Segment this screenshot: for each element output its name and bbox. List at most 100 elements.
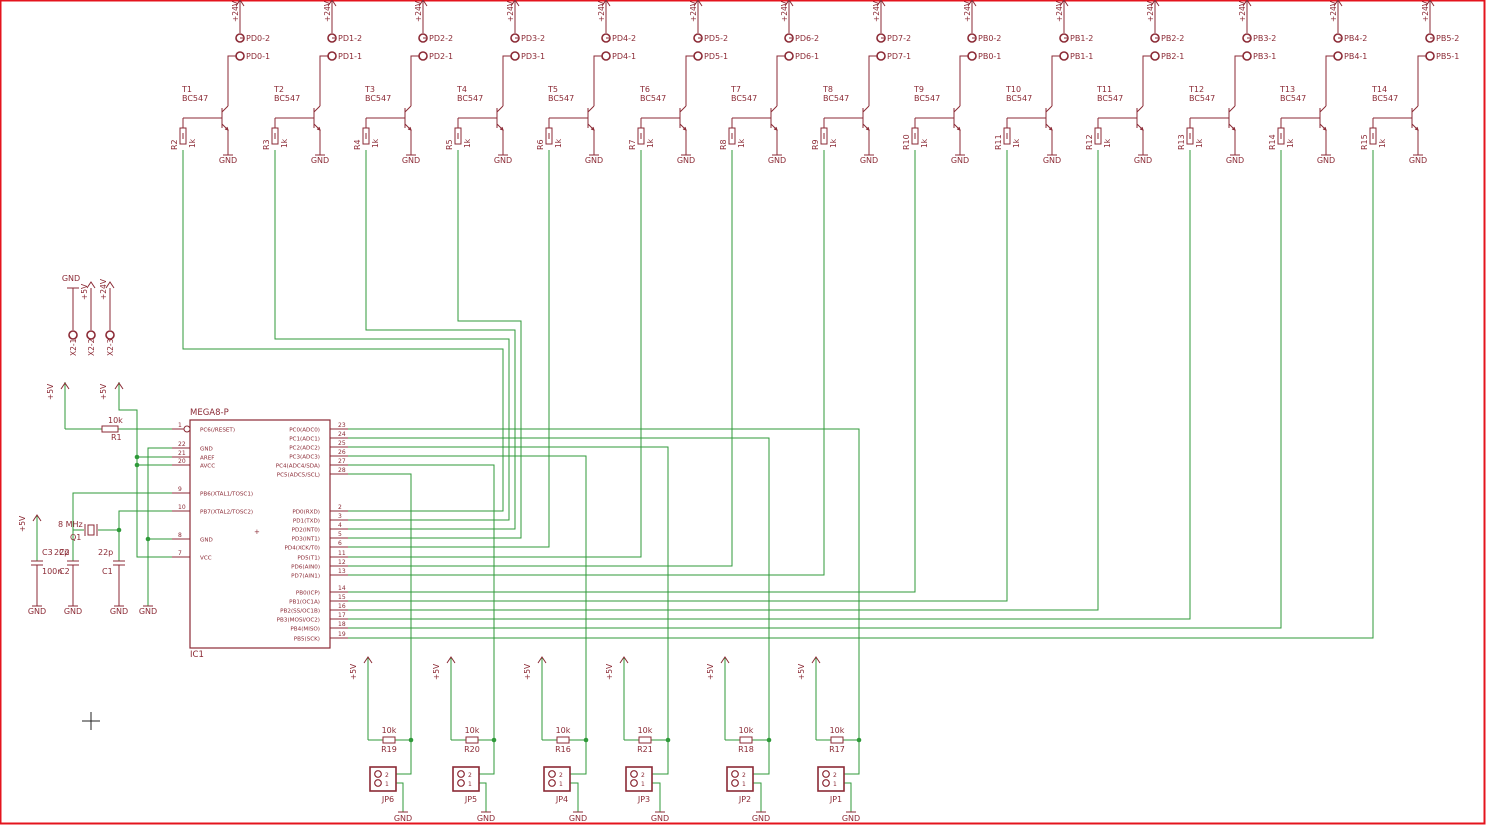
transistor-emitter xyxy=(1136,123,1144,131)
supply-arrow-icon xyxy=(105,281,115,289)
resistor-ref: R4 xyxy=(353,139,362,150)
jumper-ref: JP3 xyxy=(637,795,650,804)
collector-wire xyxy=(1234,55,1244,106)
mcu-pin-name: PD4(XCK/T0) xyxy=(285,546,320,552)
mcu-pin-name: PB0(ICP) xyxy=(296,591,320,597)
capacitor-ref: C3 xyxy=(42,548,53,557)
ground-label: GND xyxy=(494,156,512,165)
transistor-ref: T11 xyxy=(1096,85,1112,94)
ground-label: GND xyxy=(110,607,128,616)
pad-icon xyxy=(235,51,245,61)
mcu-pin-name: PD3(INT1) xyxy=(292,537,320,543)
jumper-pin-icon xyxy=(374,779,382,787)
mcu-pin-name: PD0(RXD) xyxy=(292,510,320,516)
pad-icon xyxy=(876,51,886,61)
pad-icon xyxy=(1333,51,1343,61)
ground-label: GND xyxy=(860,156,878,165)
transistor-value: BC547 xyxy=(1006,94,1032,103)
cursor-crosshair xyxy=(82,712,100,730)
resistor-value: 1k xyxy=(646,138,655,148)
pad-label: PB4-1 xyxy=(1344,52,1367,61)
wire xyxy=(652,782,661,812)
pad-icon xyxy=(601,33,611,43)
collector-wire xyxy=(776,55,786,106)
wire xyxy=(753,782,762,812)
pad-icon xyxy=(327,51,337,61)
mcu-pin-name: PB2(SS/OC1B) xyxy=(280,609,320,615)
pad-label: PD1-1 xyxy=(338,52,362,61)
junction-dot xyxy=(145,536,151,542)
pad-icon xyxy=(1425,33,1435,43)
mcu-pin-number: 7 xyxy=(178,550,182,557)
transistor-emitter xyxy=(679,123,687,131)
transistor-emitter xyxy=(1045,123,1053,131)
pad-label: PB2-2 xyxy=(1161,34,1184,43)
wire xyxy=(844,782,852,812)
ground-label: GND xyxy=(219,156,237,165)
signal-wire xyxy=(340,150,1282,629)
crystal-value: 8 MHz xyxy=(58,520,83,529)
jumper-pin-number: 2 xyxy=(468,772,472,779)
pad-icon xyxy=(1150,33,1160,43)
mcu-pin-name: GND xyxy=(200,538,213,544)
resistor-ref: R16 xyxy=(555,745,571,754)
resistor-value: 1k xyxy=(1103,138,1112,148)
supply-label: +5V xyxy=(432,663,441,680)
jumper-pin-icon xyxy=(548,770,556,778)
supply-label: +24V xyxy=(1238,0,1247,22)
ground-label: GND xyxy=(64,607,82,616)
jumper-pin-number: 1 xyxy=(742,781,746,788)
pad-label: PD0-2 xyxy=(246,34,270,43)
transistor-value: BC547 xyxy=(1189,94,1215,103)
mcu-origin-mark: + xyxy=(254,528,260,536)
collector-wire xyxy=(227,55,237,106)
signal-wire xyxy=(274,150,510,521)
mcu-pin-number: 14 xyxy=(338,585,346,592)
transistor-collector xyxy=(587,105,595,113)
jumper-icon xyxy=(726,766,754,792)
pad-label: PD4-1 xyxy=(612,52,636,61)
transistor-collector xyxy=(1228,105,1236,113)
xtal-wire xyxy=(118,510,172,530)
pad-icon xyxy=(693,51,703,61)
pad-label: PD7-2 xyxy=(887,34,911,43)
transistor-value: BC547 xyxy=(1372,94,1398,103)
transistor-collector xyxy=(221,105,229,113)
signal-wire xyxy=(340,150,1374,639)
pad-label: PD3-2 xyxy=(521,34,545,43)
ground-label: GND xyxy=(477,814,495,823)
jumper-pin-icon xyxy=(457,770,465,778)
transistor-emitter xyxy=(221,123,229,131)
connector-pin: X2-3 xyxy=(106,338,115,356)
transistor-ref: T13 xyxy=(1279,85,1295,94)
collector-wire xyxy=(1051,55,1061,106)
transistor-ref: T12 xyxy=(1188,85,1204,94)
pad-icon xyxy=(1425,51,1435,61)
transistor-ref: T9 xyxy=(913,85,924,94)
supply-label: +24V xyxy=(323,0,332,22)
supply-label: +24V xyxy=(1329,0,1338,22)
pad-icon xyxy=(1150,51,1160,61)
transistor-value: BC547 xyxy=(914,94,940,103)
transistor-value: BC547 xyxy=(274,94,300,103)
mcu-pin-number: 18 xyxy=(338,621,346,628)
resistor-value: 10k xyxy=(739,726,754,735)
resistor-ref: R17 xyxy=(829,745,845,754)
resistor-value: 1k xyxy=(371,138,380,148)
mcu-pin-name: AVCC xyxy=(200,464,215,470)
jumper-pin-number: 1 xyxy=(385,781,389,788)
supply-label: +24V xyxy=(414,0,423,22)
supply-label: +5V xyxy=(46,383,55,400)
transistor-value: BC547 xyxy=(182,94,208,103)
resistor-value: 1k xyxy=(829,138,838,148)
pad-icon xyxy=(967,33,977,43)
ground-label: GND xyxy=(1226,156,1244,165)
supply-label: +24V xyxy=(1421,0,1430,22)
transistor-collector xyxy=(313,105,321,113)
mcu-body xyxy=(189,419,331,649)
vcc-wire xyxy=(118,382,172,558)
mcu-pin-number: 3 xyxy=(338,513,342,520)
ground-label: GND xyxy=(139,607,157,616)
capacitor-ref: C2 xyxy=(59,548,70,557)
signal-wire xyxy=(340,150,550,548)
